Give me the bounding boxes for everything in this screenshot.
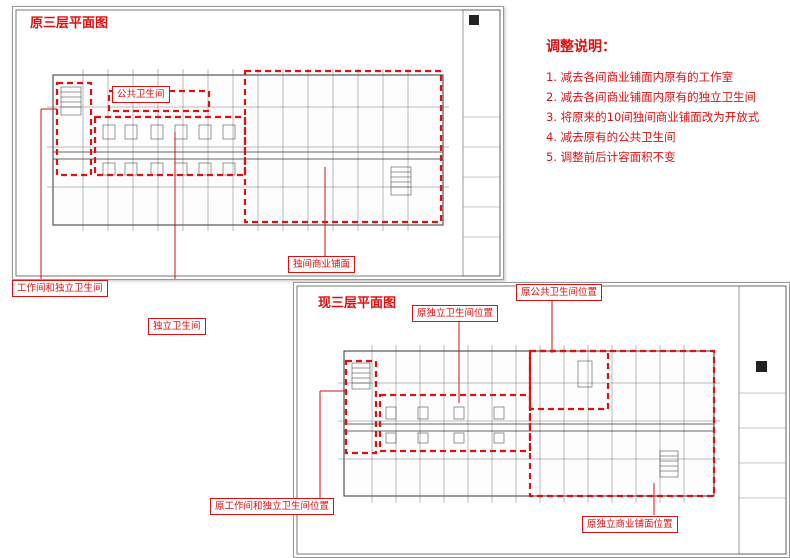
note-item: 1. 减去各间商业铺面内原有的工作室 bbox=[546, 70, 734, 84]
callout-orig-independent-toilet-pos: 原独立卫生间位置 bbox=[412, 305, 499, 322]
note-item: 3. 将原来的10间独间商业铺面改为开放式 bbox=[546, 110, 760, 124]
original-plan-sheet bbox=[12, 6, 504, 280]
callout-orig-public-toilet-pos: 原公共卫生间位置 bbox=[516, 284, 603, 301]
current-plan-drawing bbox=[296, 285, 787, 555]
callout-orig-shop-pos: 原独立商业铺面位置 bbox=[582, 516, 678, 533]
note-item: 4. 减去原有的公共卫生间 bbox=[546, 130, 676, 144]
callout-independent-toilet: 独立卫生间 bbox=[148, 318, 206, 335]
callout-shop: 独间商业铺面 bbox=[288, 256, 356, 273]
notes-heading: 调整说明： bbox=[546, 39, 616, 55]
callout-public-toilet: 公共卫生间 bbox=[112, 86, 170, 103]
callout-workroom-toilet: 工作间和独立卫生间 bbox=[12, 280, 108, 297]
note-item: 5. 调整前后计容面积不变 bbox=[546, 150, 676, 164]
callout-orig-workroom-pos: 原工作间和独立卫生间位置 bbox=[210, 498, 335, 515]
current-plan-title: 现三层平面图 bbox=[318, 296, 397, 311]
current-plan-sheet bbox=[293, 282, 790, 558]
original-plan-drawing bbox=[15, 9, 501, 279]
note-item: 2. 减去各间商业铺面内原有的独立卫生间 bbox=[546, 90, 757, 104]
original-plan-title: 原三层平面图 bbox=[30, 16, 109, 31]
adjustment-notes: 调整说明： 1. 减去各间商业铺面内原有的工作室 2. 减去各间商业铺面内原有的… bbox=[546, 36, 782, 167]
